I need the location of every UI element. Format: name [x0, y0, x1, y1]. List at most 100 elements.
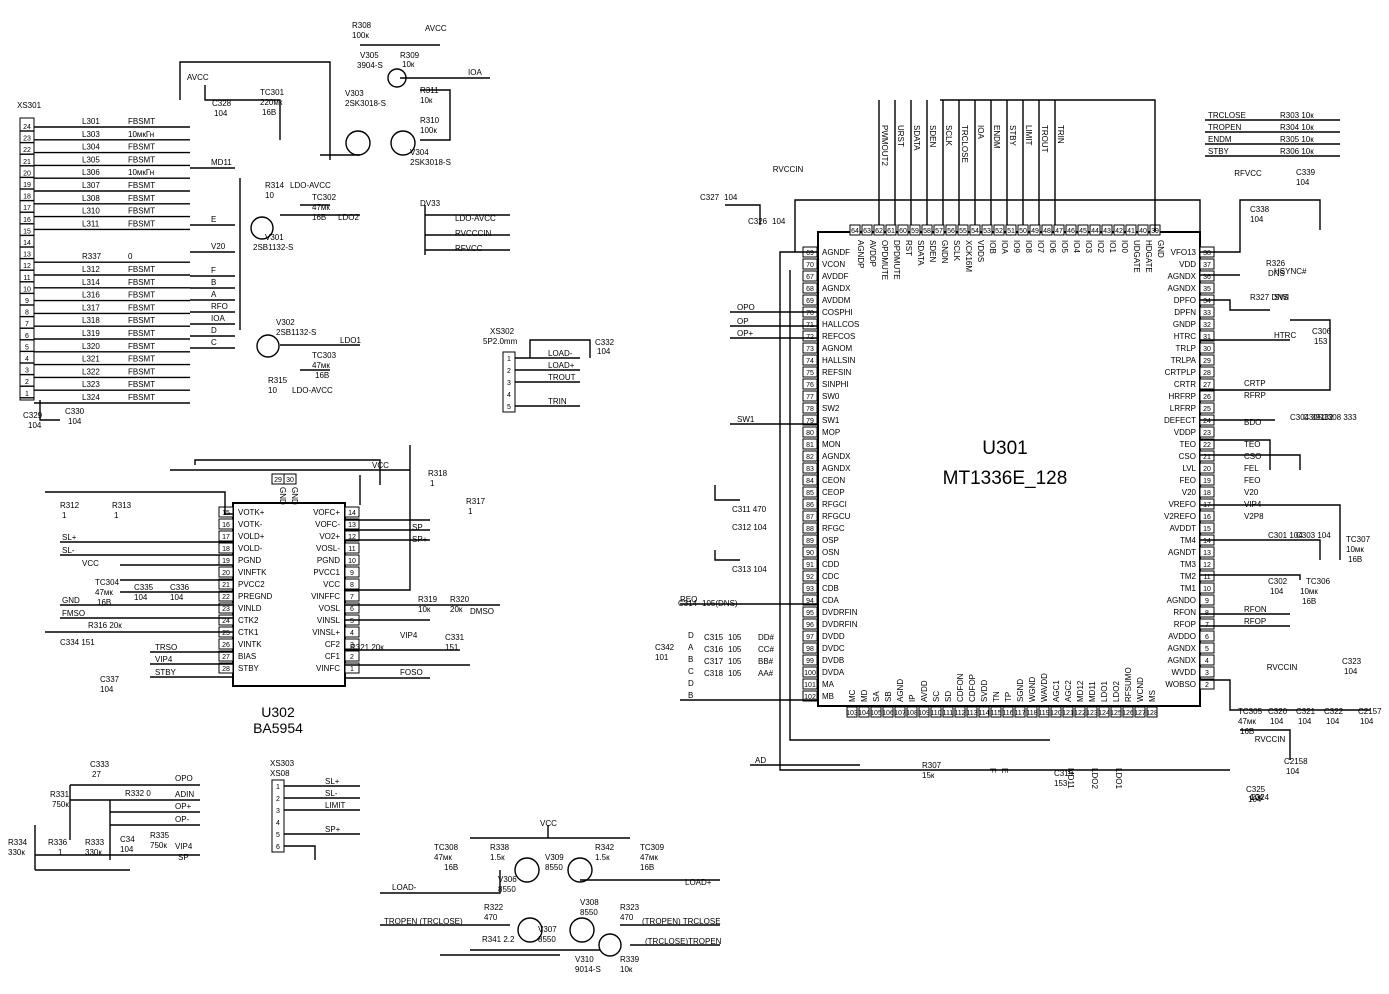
r308-val: 100к: [352, 31, 369, 40]
u301-top-pin-box: [945, 224, 957, 236]
u302-left-pin-name: VOTK+: [238, 508, 265, 517]
u301-right-misc: 104: [1296, 178, 1310, 187]
u301-bottom-pin-num: 114: [978, 710, 989, 717]
u301-right-misc: C325: [1246, 785, 1266, 794]
v305-ref: V305: [360, 51, 379, 60]
xs303-pin-num: 3: [276, 808, 280, 815]
r310-ref: R310: [420, 116, 440, 125]
u302-tc304-volt: 16В: [97, 598, 111, 607]
u301-right-pin-name: CRTPLP: [1165, 368, 1196, 377]
xs301-line-ref: L304: [82, 143, 100, 152]
u301-bottom-pin-box: [1002, 706, 1014, 718]
r332-ref: R332 0: [125, 789, 151, 798]
r322-val: 470: [484, 913, 498, 922]
u301-bottom-pin-num: 121: [1062, 710, 1074, 717]
xs303-pin-num: 1: [276, 784, 280, 791]
u301-right-part-ref: R304 10к: [1280, 123, 1314, 132]
xs302-pin-num: 1: [507, 356, 511, 363]
u302-left-net: GND: [62, 596, 80, 605]
xs302-pin-num: 5: [507, 404, 511, 411]
u301-left-pin-box: [802, 546, 818, 558]
u302-left-net: TRSO: [155, 643, 177, 652]
xs303-pin-num: 6: [276, 844, 280, 851]
u301-top-pin-name: IOA: [1000, 240, 1009, 254]
xs301-line-val: FBSMT: [128, 143, 155, 152]
u301-left-pin-num: 69: [806, 250, 814, 257]
u301-left-pin-num: 82: [806, 454, 814, 461]
xs301-pin-num: 3: [25, 368, 29, 375]
u301-left-pin-name: MOP: [822, 428, 840, 437]
xs301-line-val: FBSMT: [128, 181, 155, 190]
xs301-cap-1-val: 104: [28, 421, 42, 430]
u302-part-ref: C336: [170, 583, 190, 592]
u301-left-pin-box: [802, 486, 818, 498]
r323-ref: R323: [620, 903, 640, 912]
u301-left-part: C327: [700, 193, 720, 202]
xs302-pin-num: 3: [507, 380, 511, 387]
xs301-net: IOA: [211, 314, 225, 323]
xs303-net-sp-plus: SP+: [325, 825, 341, 834]
u301-left-pin-num: 77: [806, 394, 814, 401]
u301-right-part-ref: R306 10к: [1280, 147, 1314, 156]
r333-ref: R333: [85, 838, 105, 847]
u302-right-pin-num: 3: [350, 642, 354, 649]
r335-val: 750к: [150, 841, 167, 850]
u302-part-val: 10к: [418, 605, 431, 614]
u301-bottom-pin-box: [1122, 706, 1134, 718]
xs301-net: RFO: [211, 302, 228, 311]
u301-left-pin-box: [802, 678, 818, 690]
u301-left-pin-box: [802, 594, 818, 606]
u302-right-pin-name: VINFFC: [311, 592, 340, 601]
u301-left-net: B: [688, 691, 693, 700]
u301-bottom-pin-box: [990, 706, 1002, 718]
u302-right-net: VIP4: [400, 631, 418, 640]
v301-part: 2SB1132-S: [253, 243, 293, 252]
u302-wiring: [45, 445, 500, 679]
u301-right-net: BDO: [1244, 418, 1261, 427]
u301-bottom-pin-name: MC: [848, 689, 857, 702]
tc302-ref: TC302: [312, 193, 337, 202]
u302-left-pin-name: VINFTK: [238, 568, 267, 577]
xs301-line-val: FBSMT: [128, 194, 155, 203]
u301-left-pin-box: [802, 414, 818, 426]
u301-right-pin-name: GNDP: [1173, 320, 1196, 329]
c319-ref: C319: [1054, 769, 1074, 778]
u302-right-net: SP+: [412, 535, 428, 544]
u302-right-net: SP: [412, 523, 423, 532]
u301-left-pin-num: 67: [806, 274, 814, 281]
xs301-pin-num: 17: [23, 205, 31, 212]
u301-top-pin-num: 62: [875, 228, 883, 235]
u301-left-pin-num: 94: [806, 598, 814, 605]
u301-bottom-pin-box: [846, 706, 858, 718]
u301-bottom-pin-box: [858, 706, 870, 718]
u302-ref: U302: [261, 704, 295, 720]
u301-right-pin-box: [1199, 366, 1215, 378]
xs302-pin-num: 4: [507, 392, 511, 399]
xs301-line-val: 10мкГн: [128, 168, 154, 177]
u301-left-pin-box: [802, 498, 818, 510]
u301-top-pin-box: [861, 224, 873, 236]
u301-top-pin-name: IO6: [1048, 240, 1057, 253]
u301-left-pin-num: 95: [806, 610, 814, 617]
u301-bottom-pin-name: TP: [1004, 692, 1013, 702]
u301-left-pin-num: 78: [806, 406, 814, 413]
u302-part-val: 104: [170, 593, 184, 602]
u301-top-net: STBY: [1008, 125, 1017, 147]
u301-right-part-net: TRCLOSE: [1208, 111, 1246, 120]
u301-bottom-pin-name: CDFOP: [968, 674, 977, 702]
r309-ref: R309: [400, 51, 420, 60]
u301-top-pin-name: IO8: [1024, 240, 1033, 253]
u302-part-ref: R312: [60, 501, 80, 510]
c319-val: 153: [1054, 779, 1068, 788]
u301-right-pin-name: TM2: [1180, 572, 1197, 581]
u301-top-pin-num: 56: [947, 228, 955, 235]
u301-right-pin-num: 6: [1205, 634, 1209, 641]
u301-right-pin-num: 30: [1203, 346, 1211, 353]
u302-left-pin-num: 25: [222, 630, 230, 637]
u301-left-pin-box: [802, 378, 818, 390]
u301-right-pin-box: [1199, 318, 1215, 330]
u301-right-net: V20: [1244, 488, 1259, 497]
xs301-line-val: FBSMT: [128, 380, 155, 389]
u301-bottom-pin-box: [930, 706, 942, 718]
